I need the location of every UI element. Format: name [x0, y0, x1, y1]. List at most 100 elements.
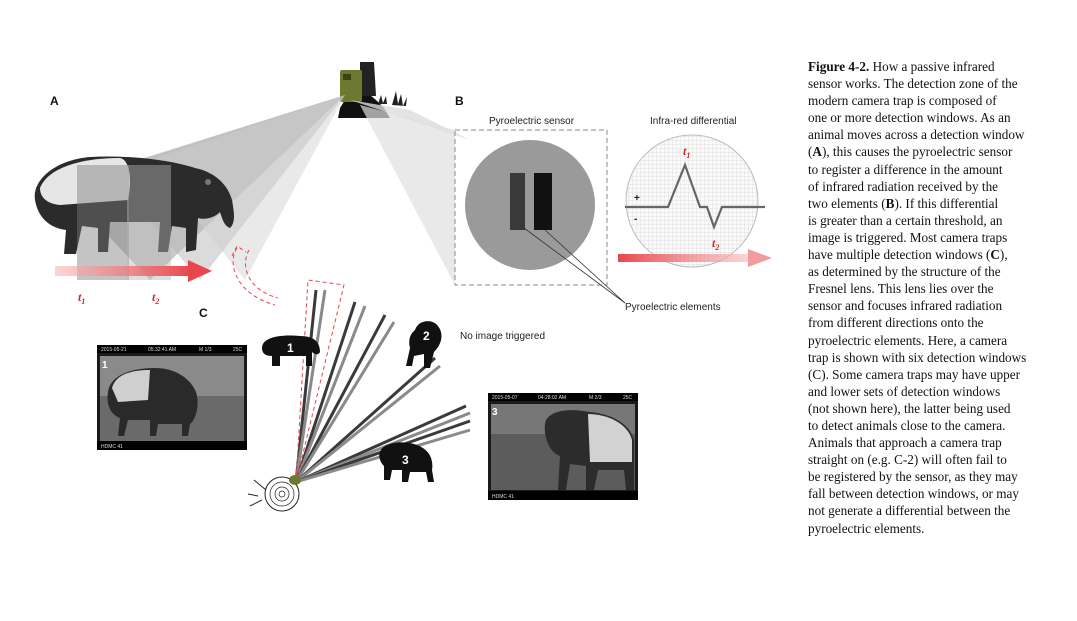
- tapir-silhouette: [34, 156, 234, 254]
- differential-graph: [625, 134, 765, 268]
- caption-line: of infrared radiation received by the: [808, 178, 1053, 195]
- photo-3-frame: M 2/3: [589, 395, 602, 401]
- tapir-1: [262, 335, 320, 366]
- caption-line: Fresnel lens. This lens lies over the: [808, 280, 1053, 297]
- time-label-1: t1: [78, 290, 85, 306]
- caption-text: ). If this differential: [894, 195, 999, 211]
- photo-3-time: 04:28:02 AM: [538, 395, 566, 401]
- caption-line: pyroelectric elements. Here, a camera: [808, 332, 1053, 349]
- caption-text: fall between detection windows, or may: [808, 486, 1019, 502]
- caption-text: sensor and focuses infrared radiation: [808, 298, 1003, 314]
- animal-label-2: 2: [423, 329, 430, 343]
- window-1-outline: [295, 279, 345, 483]
- caption-text: from different directions onto the: [808, 315, 984, 331]
- caption-text: pyroelectric elements.: [808, 520, 925, 536]
- photo-3-temp: 25C: [623, 395, 633, 401]
- caption-text: be registered by the sensor, as they may: [808, 469, 1018, 485]
- caption-bold: B: [885, 195, 895, 211]
- caption-text: trap is shown with six detection windows: [808, 349, 1027, 365]
- caption-line: (A), this causes the pyroelectric sensor: [808, 143, 1053, 160]
- elements-label: Pyroelectric elements: [625, 302, 721, 313]
- caption-text: image is triggered. Most camera traps: [808, 229, 1008, 245]
- camera-photo-1: [97, 345, 247, 450]
- dashed-red-arrow: [231, 245, 279, 306]
- caption-text: modern camera trap is composed of: [808, 93, 997, 109]
- caption-line: is greater than a certain threshold, an: [808, 212, 1053, 229]
- cone-to-sensor: [360, 105, 455, 285]
- sensor-title: Pyroelectric sensor: [489, 116, 575, 127]
- caption-line: from different directions onto the: [808, 314, 1053, 331]
- photo-1-number: 1: [102, 360, 108, 371]
- tapir-2: [406, 321, 442, 368]
- caption-text: is greater than a certain threshold, an: [808, 212, 1003, 228]
- caption-line: fall between detection windows, or may: [808, 485, 1053, 502]
- minus-sign: -: [634, 214, 637, 225]
- photo-1-temp: 25C: [233, 347, 243, 353]
- caption-line: not generate a differential between the: [808, 502, 1053, 519]
- caption-text: of infrared radiation received by the: [808, 178, 999, 194]
- caption-line: to detect animals close to the camera.: [808, 417, 1053, 434]
- peak-label-2: t2: [712, 236, 719, 252]
- caption-line: (C). Some camera traps may have upper: [808, 366, 1053, 383]
- caption-text: two elements (: [808, 195, 886, 211]
- photo-1-footer: HDMC 41: [101, 444, 123, 450]
- caption-line: image is triggered. Most camera traps: [808, 229, 1053, 246]
- element-leader-lines: [519, 224, 626, 304]
- sensor-dashed-box: [454, 129, 608, 286]
- caption-line: sensor works. The detection zone of the: [808, 75, 1053, 92]
- figure-illustration: A t1 t2 B Pyroelectric sensor: [34, 62, 772, 512]
- caption-text: (not shown here), the latter being used: [808, 400, 1011, 416]
- movement-arrow-a: [55, 260, 212, 282]
- caption-line: straight on (e.g. C-2) will often fail t…: [808, 451, 1053, 468]
- photo-3-date: 2015-05-07: [492, 395, 518, 401]
- caption-line: be registered by the sensor, as they may: [808, 468, 1053, 485]
- panel-a-letter: A: [50, 94, 59, 108]
- caption-text: animal moves across a detection window: [808, 127, 1025, 143]
- caption-line: two elements (B). If this differential: [808, 195, 1053, 212]
- caption-text: as determined by the structure of the: [808, 264, 1001, 280]
- caption-line: (not shown here), the latter being used: [808, 400, 1053, 417]
- caption-bold: C: [990, 247, 1000, 263]
- caption-text: and lower sets of detection windows: [808, 383, 1001, 399]
- caption-text: have multiple detection windows (: [808, 247, 991, 263]
- photo-3-number: 3: [492, 407, 498, 418]
- caption-text: How a passive infrared: [869, 59, 995, 74]
- caption-text: Animals that approach a camera trap: [808, 435, 1002, 451]
- caption-bold: A: [812, 144, 822, 160]
- plus-sign: +: [634, 193, 640, 204]
- photo-3-footer: HDMC 41: [492, 494, 514, 500]
- window-plane-1: [77, 165, 129, 280]
- caption-text: Fresnel lens. This lens lies over the: [808, 281, 994, 297]
- caption-line: sensor and focuses infrared radiation: [808, 297, 1053, 314]
- caption-line: Animals that approach a camera trap: [808, 434, 1053, 451]
- camera-photo-3: [488, 393, 638, 500]
- caption-text: straight on (e.g. C-2) will often fail t…: [808, 452, 1007, 468]
- animal-label-1: 1: [287, 341, 294, 355]
- pyroelectric-sensor: [465, 140, 595, 270]
- caption-line: and lower sets of detection windows: [808, 383, 1053, 400]
- no-image-label: No image triggered: [460, 331, 545, 342]
- caption-bold: Figure 4-2.: [808, 59, 870, 74]
- time-label-2: t2: [152, 290, 159, 306]
- caption-line: modern camera trap is composed of: [808, 92, 1053, 109]
- caption-text: (: [808, 144, 813, 160]
- animal-label-3: 3: [402, 453, 409, 467]
- caption-line: Figure 4-2. How a passive infrared: [808, 58, 1053, 75]
- window-plane-2: [127, 165, 171, 280]
- panel-b-letter: B: [455, 94, 464, 108]
- caption-line: as determined by the structure of the: [808, 263, 1053, 280]
- caption-line: have multiple detection windows (C),: [808, 246, 1053, 263]
- caption-text: ),: [999, 247, 1008, 263]
- caption-text: not generate a differential between the: [808, 503, 1011, 519]
- caption-text: (C). Some camera traps may have upper: [808, 366, 1021, 382]
- movement-arrow-b: [618, 249, 772, 267]
- differential-title: Infra-red differential: [650, 116, 737, 127]
- caption-line: one or more detection windows. As an: [808, 109, 1053, 126]
- caption-text: one or more detection windows. As an: [808, 110, 1011, 126]
- stump-camera-c: [247, 475, 301, 512]
- caption-line: to register a difference in the amount: [808, 161, 1053, 178]
- caption-line: pyroelectric elements.: [808, 520, 1053, 537]
- photo-1-frame: M 1/3: [199, 347, 212, 353]
- photo-1-date: 2015-05-21: [101, 347, 127, 353]
